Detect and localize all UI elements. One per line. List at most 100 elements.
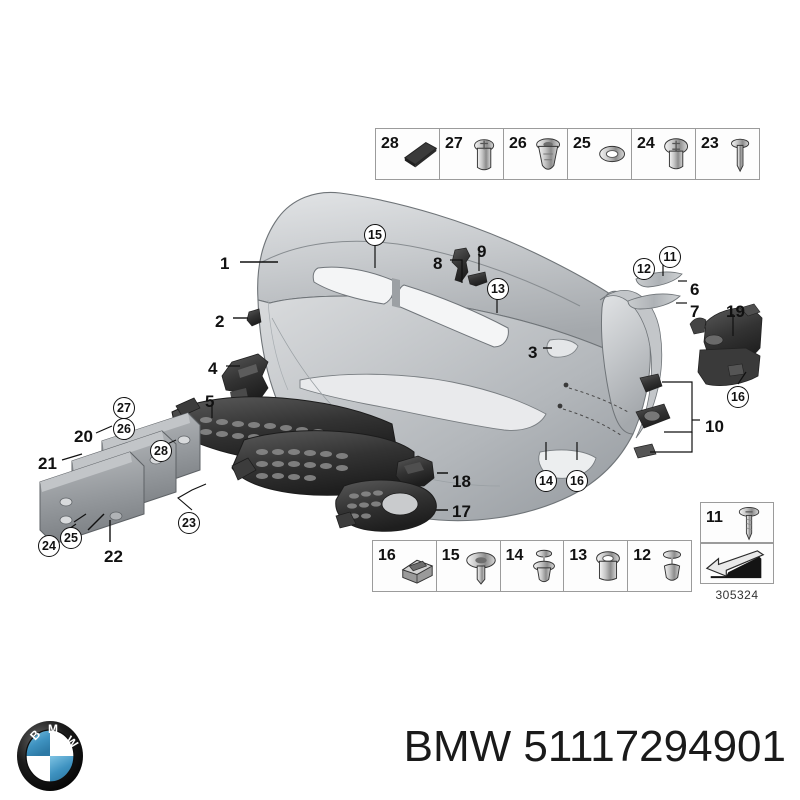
fastener-cell-24[interactable]: 24 [632, 129, 696, 179]
fastener-number-23: 23 [701, 135, 719, 152]
callout-28-circle: 28 [150, 440, 172, 462]
plastic-expanding-rivet-icon [533, 549, 556, 583]
fastener-cell-15[interactable]: 15 [437, 541, 501, 591]
fastener-cell-25[interactable]: 25 [568, 129, 632, 179]
fastener-cell-28[interactable]: 28 [376, 129, 440, 179]
callout-4-bracket-left: 4 [208, 359, 218, 378]
long-screw-icon [725, 503, 773, 542]
callout-18-cover: 18 [452, 472, 471, 491]
clip-nut-icon [398, 541, 436, 591]
direction-arrow-icon [705, 550, 765, 579]
callout-16-circle-left: 16 [566, 470, 588, 492]
torx-button-screw-icon [657, 129, 695, 179]
callout-27-circle: 27 [113, 397, 135, 419]
fastener-number-25: 25 [573, 135, 591, 152]
plastic-clip-icon [653, 541, 691, 591]
large-washer-rivet-icon [465, 552, 496, 585]
callout-22-licence-plate-carrier: 22 [104, 547, 123, 566]
oval-head-screw-icon [730, 138, 749, 173]
round-head-screw-icon [465, 129, 503, 179]
leader-10 [650, 381, 700, 453]
callout-14-circle: 14 [535, 470, 557, 492]
flange-nut-icon [596, 551, 621, 581]
fasteners-strip-bottom: 16 15 14 13 12 [372, 540, 692, 592]
plastic-expanding-rivet-icon [525, 541, 563, 591]
part-18-cover [395, 455, 435, 487]
part-10-sensor-holders [633, 373, 671, 459]
fastener-cell-23[interactable]: 23 [696, 129, 759, 179]
callout-24-circle: 24 [38, 535, 60, 557]
fastener-cell-26[interactable]: 26 [504, 129, 568, 179]
fastener-cell-13[interactable]: 13 [564, 541, 629, 591]
part-9-retainer [467, 271, 488, 287]
fastener-number-24: 24 [637, 135, 655, 152]
corner-box-arrow-cell [700, 543, 774, 584]
fastener-number-28: 28 [381, 135, 399, 152]
fastener-number-26: 26 [509, 135, 527, 152]
part-8-bracket [451, 247, 471, 283]
fasteners-strip-top: 28 27 26 25 24 23 [375, 128, 760, 180]
callout-7-strip-lower: 7 [690, 302, 700, 321]
fastener-number-16: 16 [378, 547, 396, 564]
roundel-letter-m: M [48, 722, 58, 736]
callout-25-circle: 25 [60, 527, 82, 549]
part-number-caption: BMW 51117294901 [403, 722, 786, 771]
corner-box-fastener-cell: 11 [700, 502, 774, 543]
fastener-number-27: 27 [445, 135, 463, 152]
flat-pad-icon [401, 129, 439, 179]
diagram-number: 305324 [715, 588, 759, 602]
callout-9-retainer: 9 [477, 242, 487, 261]
fastener-cell-27[interactable]: 27 [440, 129, 504, 179]
round-head-screw-icon [473, 139, 494, 171]
leader-16-right [737, 371, 747, 385]
leaders-8-9 [450, 252, 480, 283]
callout-2-small-clip: 2 [215, 312, 225, 331]
leader-21 [61, 453, 83, 461]
callout-12-circle: 12 [633, 258, 655, 280]
torx-button-screw-icon [663, 138, 688, 170]
expanding-rivet-icon [529, 129, 567, 179]
fastener-cell-16[interactable]: 16 [373, 541, 437, 591]
fastener-number-13: 13 [569, 547, 588, 564]
part-19-carrier-bracket [689, 303, 763, 386]
bmw-roundel-logo: B M W [17, 721, 83, 791]
callout-19-carrier-bracket: 19 [726, 302, 745, 321]
part-17-fog-grille [335, 479, 437, 532]
callout-16-circle-right: 16 [727, 386, 749, 408]
fastener-number-14: 14 [505, 547, 524, 564]
fastener-number-15: 15 [441, 547, 460, 564]
callout-10-sensor-holder-set: 10 [705, 417, 724, 436]
fastener-cell-11[interactable]: 11 [701, 503, 773, 542]
oval-head-screw-icon [721, 129, 759, 179]
fastener-and-arrow-box: 11 305324 [700, 502, 774, 604]
washer-icon [599, 145, 625, 163]
leader-22 [87, 513, 111, 542]
callout-23-circle: 23 [178, 512, 200, 534]
callout-5-lower-grille: 5 [205, 392, 215, 411]
callout-21-plate-holder: 21 [38, 454, 57, 473]
clip-nut-icon [401, 559, 434, 584]
callout-11-circle: 11 [659, 246, 681, 268]
exploded-parts-drawing [39, 191, 763, 545]
callout-20-plate-base: 20 [74, 427, 93, 446]
large-washer-rivet-icon [462, 541, 500, 591]
washer-icon [593, 129, 631, 179]
flat-pad-icon [403, 141, 438, 168]
callout-1-bumper-trim-panel: 1 [220, 254, 230, 273]
callout-17-fog-grille: 17 [452, 502, 471, 521]
fastener-number-11: 11 [706, 509, 723, 526]
part-lower-grille-second [231, 430, 415, 496]
expanding-rivet-icon [535, 138, 560, 170]
fastener-cell-14[interactable]: 14 [501, 541, 565, 591]
flange-nut-icon [589, 541, 627, 591]
plastic-clip-icon [662, 550, 682, 581]
callout-15-circle: 15 [364, 224, 386, 246]
callout-3-tow-hook-cover: 3 [528, 343, 538, 362]
fastener-number-12: 12 [633, 547, 651, 564]
part-2-clip [246, 308, 262, 327]
callout-8-mount-bracket: 8 [433, 254, 443, 273]
fastener-cell-12[interactable]: 12 [628, 541, 691, 591]
long-screw-icon [738, 506, 760, 541]
callout-26-circle: 26 [113, 418, 135, 440]
